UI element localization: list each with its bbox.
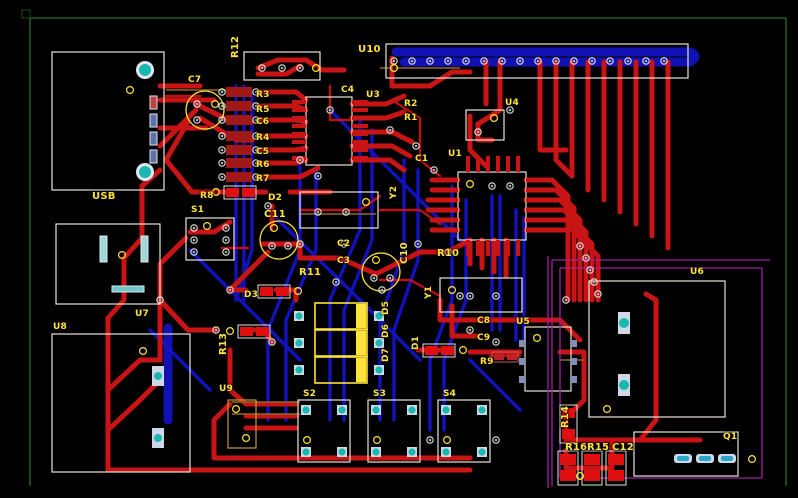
bottom-copper-layer	[148, 84, 526, 432]
u1-outline	[457, 171, 527, 241]
d3-chip	[257, 284, 291, 299]
u6-outline	[588, 280, 726, 418]
u1-pins	[442, 156, 542, 256]
y2-outline	[299, 191, 379, 229]
silkscreen-outline-layer	[51, 43, 739, 477]
q1-pads	[674, 454, 757, 463]
u8-outline	[51, 333, 191, 473]
s3-outline	[367, 399, 421, 463]
u10-outline	[385, 43, 689, 79]
s4-outline	[437, 399, 491, 463]
d1-chip	[422, 343, 456, 358]
u3-outline	[305, 96, 353, 166]
y1-outline	[439, 277, 523, 313]
u7-outline	[55, 223, 161, 305]
r9-chip	[491, 351, 519, 363]
usb-outline	[51, 51, 165, 191]
u7-pads	[99, 235, 149, 293]
u9-pads	[232, 405, 250, 442]
electrolytic-caps	[185, 90, 401, 292]
usb-pads	[125, 61, 158, 181]
u5-pads	[519, 334, 577, 383]
r13-chip	[237, 324, 271, 339]
resistor-bank	[218, 87, 260, 182]
u8-pads	[139, 347, 164, 448]
u4-outline	[465, 109, 505, 141]
bottom-chip-row	[557, 450, 627, 486]
s2-outline	[297, 399, 351, 463]
r12-outline	[243, 51, 321, 81]
q1-outline	[633, 431, 739, 477]
r8-chip	[223, 185, 257, 200]
bottom-copper-ground	[163, 47, 700, 425]
chip-components	[212, 185, 519, 363]
u9-outline	[227, 399, 257, 449]
board-outline-layer	[21, 9, 787, 486]
u3-pins	[292, 100, 368, 160]
r14-chip	[559, 404, 578, 444]
led-silk	[294, 302, 384, 384]
u6-pads	[602, 312, 630, 413]
keepout-layer	[547, 256, 770, 488]
s1-outline	[185, 217, 235, 261]
